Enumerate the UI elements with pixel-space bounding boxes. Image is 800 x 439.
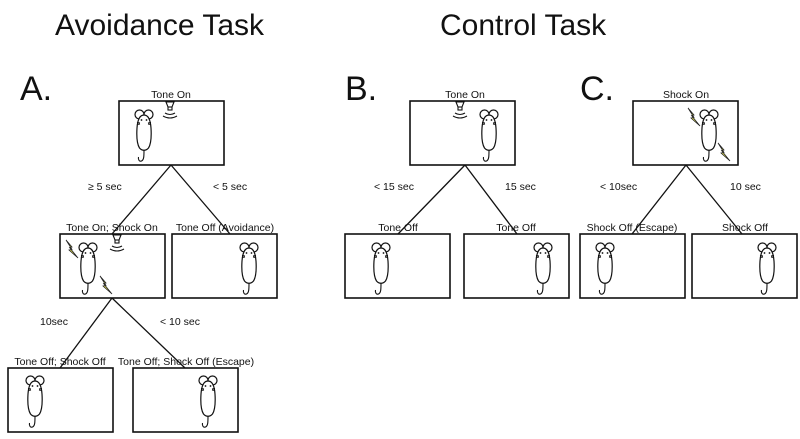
- edge-b-right: [464, 164, 518, 235]
- edge-a-root-shock: [111, 164, 172, 235]
- panel-c-tree: < 10sec 10 sec Shock On Shock Off (Escap…: [579, 89, 798, 299]
- control-task-title: Control Task: [440, 9, 607, 42]
- edge-c-right: [685, 164, 743, 235]
- panel-b-label: B.: [345, 70, 377, 108]
- edge-label-b-lt15: < 15 sec: [374, 181, 414, 193]
- node-label-a-escape: Tone Off; Shock Off (Escape): [118, 356, 254, 368]
- box-a-avoid: [171, 233, 278, 299]
- panel-b-tree: < 15 sec 15 sec Tone On Tone Off Tone Of…: [344, 89, 570, 299]
- edge-a-shock-off: [59, 297, 113, 369]
- node-label-a-root: Tone On: [151, 89, 191, 101]
- box-b-root: [409, 100, 516, 166]
- box-c-root: [632, 100, 739, 166]
- node-label-a-off: Tone Off; Shock Off: [14, 356, 105, 368]
- node-label-a-avoid: Tone Off (Avoidance): [176, 222, 274, 234]
- node-label-c-right: Shock Off: [722, 222, 768, 234]
- node-label-c-left: Shock Off (Escape): [587, 222, 678, 234]
- edge-a-root-avoid: [170, 164, 231, 235]
- panel-a-label: A.: [20, 70, 52, 108]
- node-label-a-shock: Tone On; Shock On: [66, 222, 158, 234]
- edge-label-c-lt10: < 10sec: [600, 181, 637, 193]
- edge-label-c-10: 10 sec: [730, 181, 761, 193]
- box-a-root: [118, 100, 225, 166]
- edge-label-a-lt10: < 10 sec: [160, 316, 200, 328]
- box-c-left: [579, 233, 686, 299]
- panel-c-label: C.: [580, 70, 614, 108]
- edge-label-a-ge5: ≥ 5 sec: [88, 181, 122, 193]
- edge-a-shock-escape: [111, 297, 186, 369]
- node-label-b-root: Tone On: [445, 89, 485, 101]
- box-b-right: [463, 233, 570, 299]
- box-a-shock: [59, 233, 166, 299]
- box-c-right: [691, 233, 798, 299]
- box-a-off: [7, 367, 114, 433]
- avoidance-task-title: Avoidance Task: [55, 9, 265, 42]
- edge-label-a-lt5: < 5 sec: [213, 181, 247, 193]
- edge-label-b-15: 15 sec: [505, 181, 536, 193]
- node-label-b-right: Tone Off: [496, 222, 536, 234]
- box-a-escape: [132, 367, 239, 433]
- node-label-c-root: Shock On: [663, 89, 709, 101]
- node-label-b-left: Tone Off: [378, 222, 418, 234]
- panel-a-tree: ≥ 5 sec < 5 sec 10sec < 10 sec Tone On T…: [7, 89, 278, 433]
- edge-c-left: [631, 164, 687, 235]
- box-b-left: [344, 233, 451, 299]
- edge-b-left: [397, 164, 466, 235]
- edge-label-a-10: 10sec: [40, 316, 68, 328]
